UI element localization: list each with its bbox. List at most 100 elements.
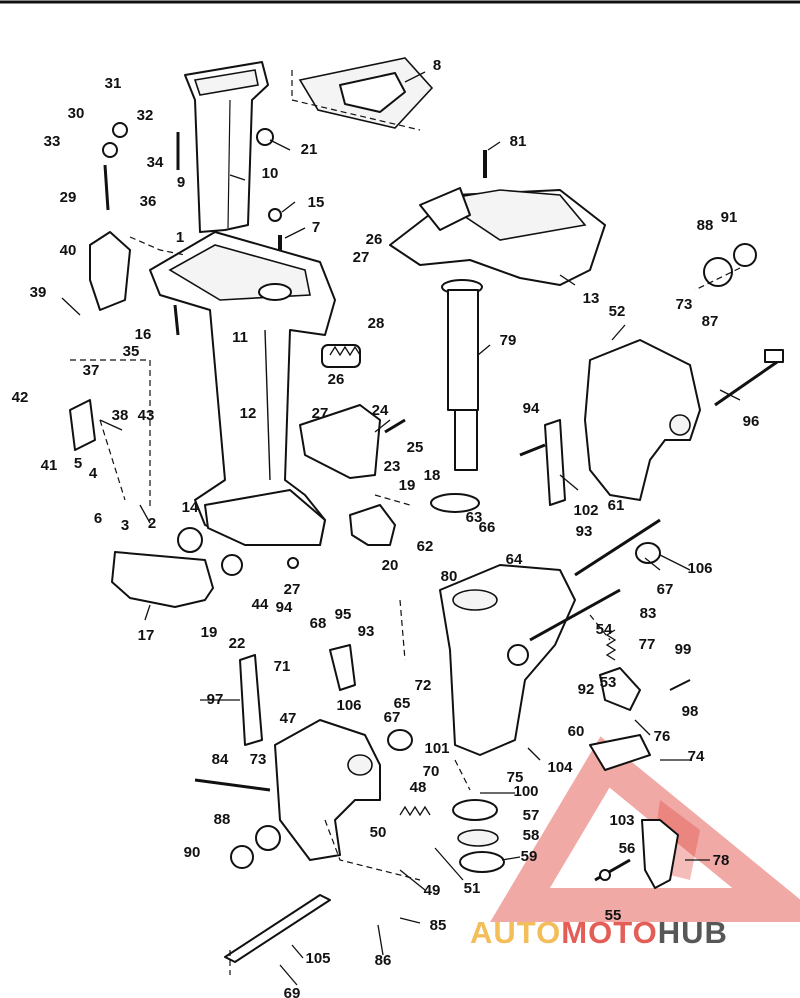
callout-73: 73: [250, 751, 267, 768]
callout-27: 27: [284, 581, 301, 598]
watermark-moto: MOTO: [561, 915, 658, 950]
callout-88: 88: [697, 217, 714, 234]
callout-94: 94: [276, 599, 293, 616]
callout-106: 106: [336, 697, 361, 714]
callout-67: 67: [657, 581, 674, 598]
callout-41: 41: [41, 457, 58, 474]
callout-8: 8: [433, 57, 441, 74]
callout-92: 92: [578, 681, 595, 698]
fasteners: [102, 122, 691, 882]
callout-75: 75: [507, 769, 524, 786]
callout-62: 62: [417, 538, 434, 555]
callout-44: 44: [252, 596, 269, 613]
callout-49: 49: [424, 882, 441, 899]
callout-98: 98: [682, 703, 699, 720]
callout-66: 66: [479, 519, 496, 536]
callout-24: 24: [372, 402, 389, 419]
callout-93: 93: [576, 523, 593, 540]
callout-94: 94: [523, 400, 540, 417]
callout-30: 30: [68, 105, 85, 122]
callout-22: 22: [229, 635, 246, 652]
callout-25: 25: [407, 439, 424, 456]
motor-cover-support: [389, 187, 606, 286]
callout-63: 63: [466, 509, 483, 526]
callout-28: 28: [368, 315, 385, 332]
callout-35: 35: [123, 343, 140, 360]
callout-29: 29: [60, 189, 77, 206]
link-arms: [69, 399, 651, 771]
callout-labels: 1234567891011121314151617181919202122232…: [12, 57, 760, 998]
callout-64: 64: [506, 551, 523, 568]
callout-106: 106: [687, 560, 712, 577]
callout-71: 71: [274, 658, 291, 675]
drive-shaft-tube: [441, 279, 483, 471]
callout-16: 16: [135, 326, 152, 343]
lower-mount-plate: [111, 551, 214, 608]
callout-73: 73: [676, 296, 693, 313]
callout-4: 4: [89, 465, 98, 482]
leader-lines: [61, 71, 741, 986]
callout-83: 83: [640, 605, 657, 622]
callout-36: 36: [140, 193, 157, 210]
callout-93: 93: [358, 623, 375, 640]
callout-60: 60: [568, 723, 585, 740]
callout-99: 99: [675, 641, 692, 658]
callout-67: 67: [384, 709, 401, 726]
callout-72: 72: [415, 677, 432, 694]
callout-5: 5: [74, 455, 82, 472]
assembly-dash-lines: [70, 70, 741, 975]
callout-19: 19: [399, 477, 416, 494]
springs: [329, 345, 617, 817]
callout-100: 100: [513, 783, 538, 800]
callout-11: 11: [232, 329, 248, 346]
callout-38: 38: [112, 407, 129, 424]
callout-70: 70: [423, 763, 440, 780]
callout-9: 9: [177, 174, 185, 191]
callout-19: 19: [201, 624, 218, 641]
callout-85: 85: [430, 917, 447, 934]
exhaust-seal: [349, 504, 396, 546]
callout-58: 58: [523, 827, 540, 844]
callout-17: 17: [138, 627, 155, 644]
callout-47: 47: [280, 710, 297, 727]
callout-23: 23: [384, 458, 401, 475]
callout-79: 79: [500, 332, 517, 349]
callout-68: 68: [310, 615, 327, 632]
callout-55: 55: [605, 907, 622, 924]
callout-33: 33: [44, 133, 61, 150]
callout-52: 52: [609, 303, 626, 320]
watermark-hub: HUB: [657, 915, 728, 950]
watermark-text: AUTOMOTOHUB: [470, 915, 728, 951]
callout-7: 7: [312, 219, 320, 236]
callout-39: 39: [30, 284, 47, 301]
callout-91: 91: [721, 209, 738, 226]
callout-57: 57: [523, 807, 540, 824]
callout-32: 32: [137, 107, 154, 124]
grommets: [177, 243, 757, 873]
callout-86: 86: [375, 952, 392, 969]
gasket: [298, 57, 434, 129]
callout-51: 51: [464, 880, 481, 897]
callout-14: 14: [182, 499, 199, 516]
callout-95: 95: [335, 606, 352, 623]
callout-81: 81: [510, 133, 527, 150]
callout-37: 37: [83, 362, 100, 379]
callout-102: 102: [573, 502, 598, 519]
callout-87: 87: [702, 313, 719, 330]
swivel-bracket: [439, 564, 576, 756]
callout-101: 101: [424, 740, 449, 757]
callout-84: 84: [212, 751, 229, 768]
callout-31: 31: [105, 75, 122, 92]
steering-handle-bracket: [89, 231, 131, 311]
callout-77: 77: [639, 636, 656, 653]
callout-12: 12: [240, 405, 257, 422]
trim-lever: [641, 819, 679, 889]
stern-bracket-right: [584, 339, 701, 501]
callout-26: 26: [328, 371, 345, 388]
steering-friction-rod: [714, 349, 784, 407]
callout-88: 88: [214, 811, 231, 828]
callout-2: 2: [148, 515, 156, 532]
anti-cavitation-plate: [204, 489, 326, 546]
callout-53: 53: [600, 674, 617, 691]
